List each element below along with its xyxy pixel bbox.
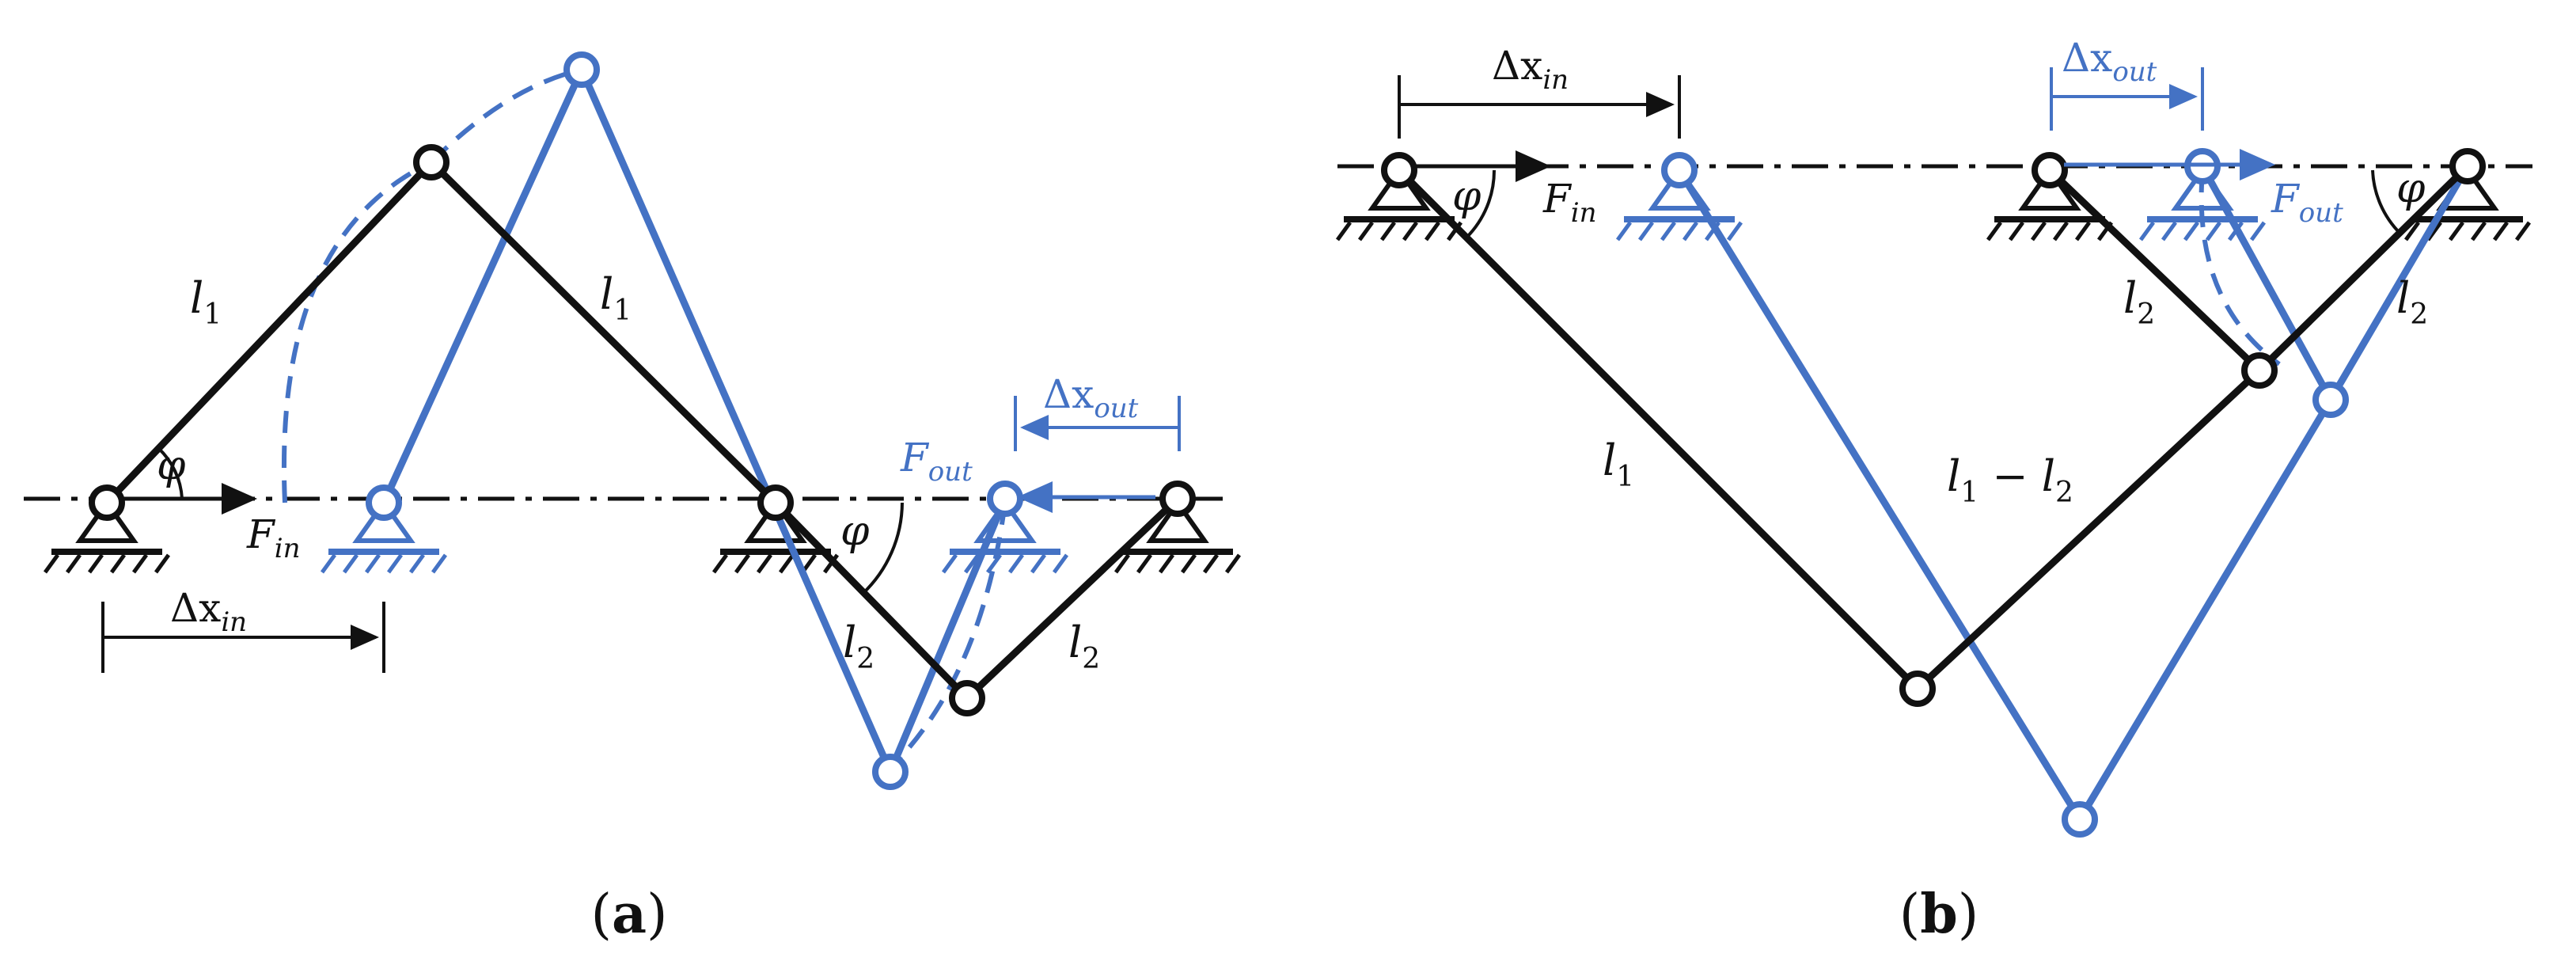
panel-a-joint-bottom-displaced bbox=[872, 754, 909, 790]
panel-b-black-link-l2-outer bbox=[2256, 163, 2471, 374]
panel-a-joint-output-displaced bbox=[987, 481, 1023, 517]
panel-a-label-dx-in: Δxin bbox=[170, 585, 247, 638]
panel-a-black-link-l1-right bbox=[428, 159, 779, 506]
panel-a-joint-output bbox=[1159, 481, 1196, 517]
panel-a-joint-middle bbox=[757, 484, 794, 521]
panel-b-label-phi-left: φ bbox=[1452, 173, 1481, 220]
panel-b-caption: (b) bbox=[1899, 883, 1979, 946]
panel-b-label-dx-in: Δxin bbox=[1492, 43, 1569, 96]
panel-b-joint-input-displaced bbox=[1661, 152, 1698, 188]
panel-a-label-dx-out: Δxout bbox=[1043, 371, 1139, 424]
panel-b-label-phi-right: φ bbox=[2396, 165, 2426, 212]
panel-a-blue-link-l1-left bbox=[380, 68, 586, 504]
panel-b-joint-knee bbox=[2241, 352, 2278, 389]
panel-b-angle-arc-left bbox=[1465, 169, 1497, 239]
panel-b-joint-bottom bbox=[1899, 671, 1936, 707]
panel-a-joint-top bbox=[413, 144, 450, 180]
panel-b-label-l2-inner: l2 bbox=[2123, 273, 2155, 331]
panel-a-arc-top-path bbox=[429, 67, 582, 165]
panel-b-blue-link-l2-inner bbox=[2199, 164, 2334, 402]
panel-b-joint-middle bbox=[2032, 152, 2068, 188]
panel-a-black-link-l1-left bbox=[104, 159, 434, 506]
panel-b-label-l2-outer: l2 bbox=[2396, 273, 2428, 331]
panel-b-label-f-out: Fout bbox=[2271, 176, 2343, 229]
panel-a-label-phi-left: φ bbox=[157, 442, 186, 489]
panel-b-blue-link-l1-minus-l2 bbox=[2077, 397, 2334, 822]
panel-b-arc-path bbox=[2199, 169, 2281, 367]
panel-b-black-link-l1 bbox=[1396, 167, 1921, 692]
panel-a-joint-bottom bbox=[949, 680, 985, 716]
panel-a-caption: (a) bbox=[590, 883, 667, 946]
panel-b-label-f-in: Fin bbox=[1542, 176, 1596, 229]
panel-a-joint-top-displaced bbox=[563, 51, 600, 88]
panel-a-label-l2-right: l2 bbox=[1068, 617, 1100, 675]
panel-b-label-dx-out: Δxout bbox=[2062, 35, 2157, 88]
panel-a-angle-arc-middle bbox=[861, 502, 904, 595]
panel-b-label-l1: l1 bbox=[1603, 435, 1634, 493]
panel-b-joint-bottom-displaced bbox=[2062, 801, 2098, 838]
panel-b-joint-input bbox=[1381, 152, 1417, 188]
panel-b-angle-arc-right bbox=[2371, 169, 2402, 235]
panel-b-joint-output bbox=[2449, 148, 2486, 184]
panel-b-blue-link-l2-outer bbox=[2328, 164, 2471, 402]
panel-a-angle-arc-left bbox=[157, 446, 184, 500]
panel-a-label-l2-left: l2 bbox=[843, 617, 874, 675]
panel-a-blue-link-l1-right bbox=[578, 68, 894, 773]
panel-b-black-link-l2-inner bbox=[2047, 167, 2263, 374]
panel-a-label-l1-right: l1 bbox=[600, 269, 632, 327]
panel-b-black-link-l1-minus-l2 bbox=[1914, 367, 2263, 692]
panel-b-blue-link-l1 bbox=[1676, 168, 2083, 822]
panel-a-arc-l2-path bbox=[884, 502, 1007, 774]
panel-b-joint-knee-displaced bbox=[2312, 382, 2349, 418]
panel-a-label-l1-left: l1 bbox=[190, 273, 222, 331]
panel-a-joint-input bbox=[89, 484, 125, 521]
panel-a-joint-input-displaced bbox=[366, 484, 402, 521]
panel-a-black-link-l2-right bbox=[964, 496, 1181, 701]
panel-a-blue-link-l2-right bbox=[886, 497, 1009, 773]
panel-a-label-f-in: Fin bbox=[246, 511, 300, 564]
panel-b: l1 l1 − l2 l2 l2 φ φ Fin Fout Δxin Δxout… bbox=[1337, 35, 2532, 946]
panel-a-label-phi-middle: φ bbox=[840, 507, 870, 555]
panel-a-label-f-out: Fout bbox=[900, 435, 973, 488]
panel-a: l1 l1 l2 l2 φ φ Fin Fout Δxin Δxout (a) bbox=[24, 51, 1239, 946]
panel-a-black-link-l2-left bbox=[772, 500, 970, 701]
panel-b-label-l1-minus-l2: l1 − l2 bbox=[1947, 451, 2073, 509]
